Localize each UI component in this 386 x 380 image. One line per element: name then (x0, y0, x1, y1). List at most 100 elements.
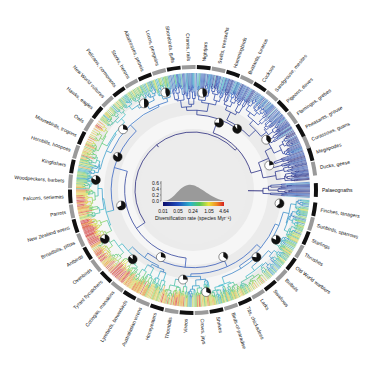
branch (149, 81, 151, 86)
branch (151, 88, 153, 90)
branch (142, 92, 143, 94)
branch (297, 200, 298, 203)
branch (283, 255, 288, 259)
branch (92, 207, 93, 208)
branch (189, 89, 190, 91)
branch (132, 273, 134, 274)
branch (116, 112, 118, 114)
branch (112, 255, 114, 257)
branch (280, 252, 282, 254)
branch (92, 145, 93, 147)
branch (225, 261, 228, 267)
branch (126, 105, 127, 107)
branch (101, 246, 102, 248)
branch (114, 240, 124, 253)
branch (155, 284, 156, 287)
branch (114, 103, 119, 109)
branch (220, 293, 222, 295)
branch (191, 245, 257, 274)
branch (297, 206, 300, 208)
branch (249, 280, 253, 282)
branch (85, 198, 87, 199)
branch (116, 262, 118, 264)
branch (140, 277, 142, 280)
branch (131, 98, 133, 99)
branch (222, 287, 224, 290)
branch (77, 201, 86, 203)
branch (118, 109, 120, 110)
branch (298, 223, 300, 224)
branch (287, 186, 289, 187)
branch (87, 215, 89, 217)
branch (94, 229, 98, 231)
branch (113, 265, 114, 266)
branch (124, 95, 128, 101)
branch (124, 104, 125, 106)
time-band (76, 73, 310, 307)
branch (134, 271, 136, 273)
branch (115, 260, 117, 262)
branch (130, 102, 131, 104)
branch (92, 144, 93, 146)
branch (284, 216, 289, 230)
branch (204, 281, 205, 284)
branch (144, 92, 146, 94)
branch (292, 211, 296, 213)
branch (189, 73, 190, 88)
branch (149, 284, 155, 298)
branch (86, 202, 87, 204)
branch (261, 269, 263, 271)
branch (103, 249, 106, 251)
branch (112, 115, 113, 116)
branch (161, 294, 164, 303)
branch (145, 285, 147, 286)
branch (284, 237, 286, 238)
branch (145, 276, 148, 281)
branch (236, 291, 238, 292)
branch (95, 155, 96, 158)
branch (100, 119, 107, 125)
branch (283, 246, 286, 248)
branch (127, 269, 129, 271)
branch (86, 143, 92, 146)
branch (99, 135, 102, 141)
branch (303, 202, 305, 203)
branch (160, 86, 162, 88)
branch (170, 291, 172, 294)
time-band (132, 129, 254, 251)
branch (136, 96, 138, 98)
branch (140, 85, 145, 94)
branch (181, 89, 183, 95)
branch (96, 230, 97, 232)
branch (302, 205, 304, 206)
branch (101, 247, 103, 249)
branch (294, 215, 296, 216)
branch (125, 261, 128, 265)
branch (146, 285, 148, 286)
branch (120, 99, 125, 105)
branch (129, 98, 130, 100)
branch (128, 281, 132, 288)
branch (252, 283, 253, 284)
branch (88, 193, 89, 194)
branch (237, 287, 239, 289)
branch (139, 97, 141, 99)
branch (151, 86, 152, 87)
branch (202, 294, 203, 306)
branch (91, 223, 92, 225)
branch (112, 254, 114, 256)
time-band (90, 87, 296, 293)
branch (233, 282, 234, 285)
branch (270, 264, 272, 266)
branch (88, 194, 89, 195)
branch (258, 274, 260, 276)
branch (86, 190, 87, 191)
branch (121, 98, 126, 104)
branch (129, 106, 132, 110)
branch (239, 266, 241, 269)
branch (92, 223, 95, 224)
branch (240, 286, 242, 288)
branch (198, 88, 200, 89)
branch (221, 293, 223, 295)
branch (155, 284, 156, 288)
